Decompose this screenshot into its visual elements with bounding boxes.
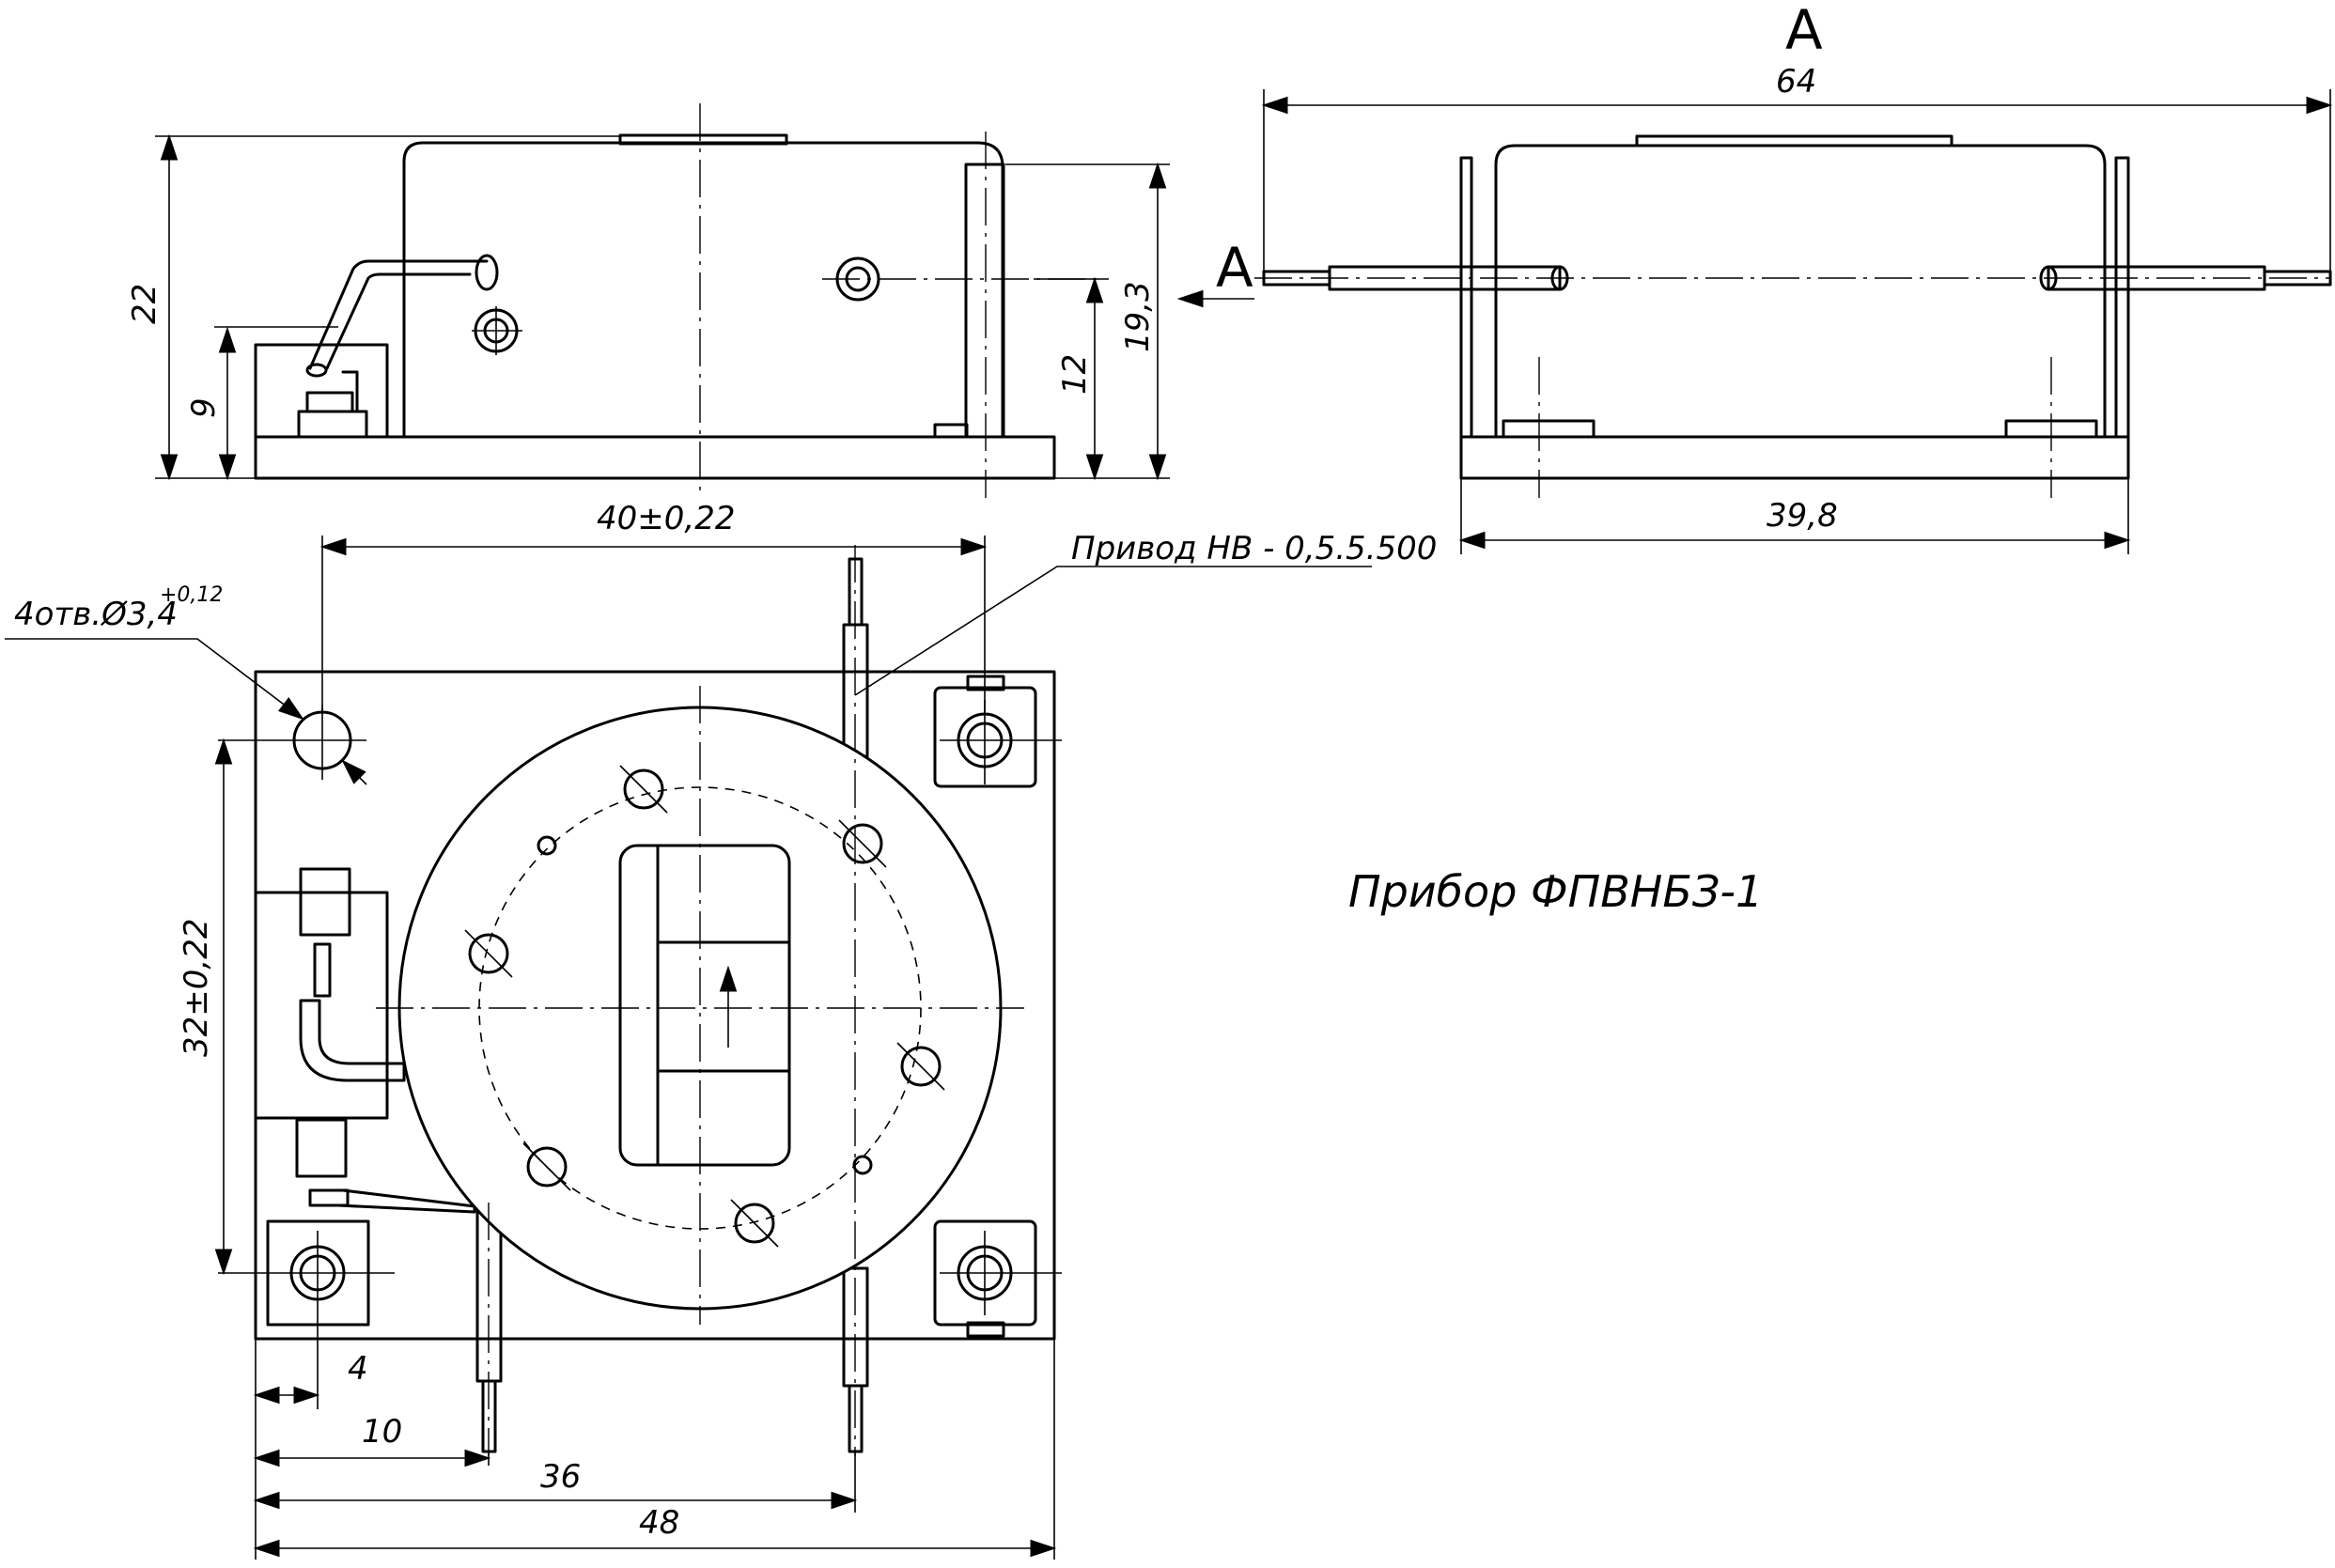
holes-callout: 4отв.Ø3,4 [14,596,178,633]
dim-offset-10: 10 [362,1413,402,1451]
dim-height-clip: 9 [185,397,223,418]
holes-tolerance: +0,12 [160,583,223,607]
dim-base-width: 39,8 [1767,497,1838,535]
dim-offset-4: 4 [348,1350,368,1388]
dim-height-side: 19,3 [1119,281,1157,352]
dim-overall-length: 48 [639,1504,679,1542]
drive-callout: Привод НВ - 0,5.5.500 [1071,530,1437,567]
front-view-dimensions [155,133,1170,481]
side-view-dimensions [1261,89,2333,554]
dim-height-shaft: 12 [1056,354,1094,395]
view-arrow-label: A [1216,236,1253,300]
front-view [254,103,1104,498]
device-title: Прибор ФПВНБЗ-1 [1348,866,1763,917]
plan-view [218,545,1062,1456]
disc-holes [464,765,945,1248]
dim-offset-36: 36 [540,1458,581,1496]
dim-hole-spacing-y: 32±0,22 [178,919,215,1057]
side-view [1254,134,2332,498]
dim-height-total: 22 [126,284,163,324]
plan-view-dimensions [5,536,1372,1560]
dim-overall-width: 64 [1776,63,1816,101]
dim-hole-spacing-x: 40±0,22 [597,500,735,537]
view-label-a: A [1785,0,1823,62]
